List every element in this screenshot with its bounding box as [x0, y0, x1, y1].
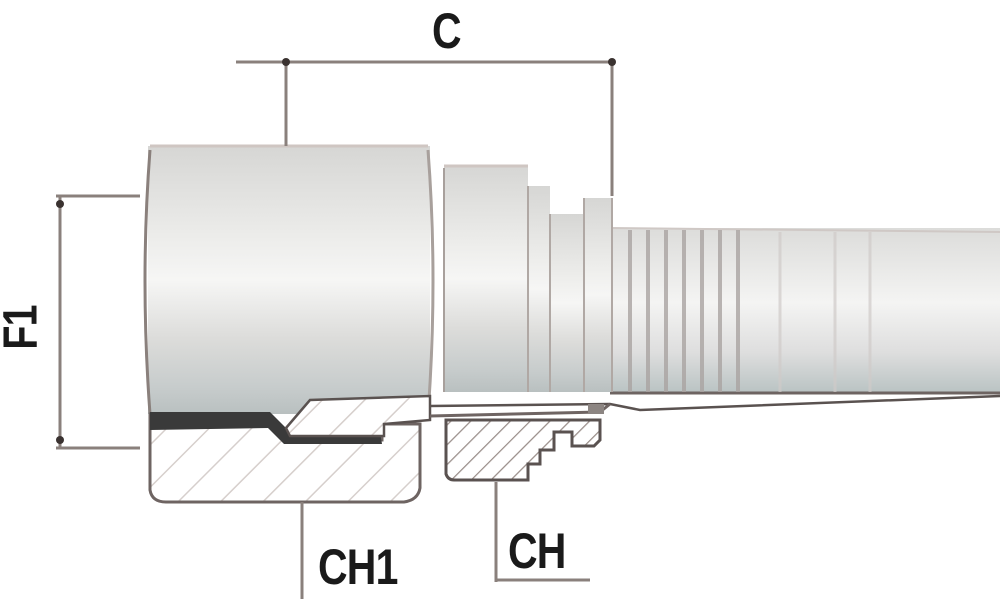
dimension-label-f1: F1	[0, 305, 48, 350]
dimension-label-ch: CH	[508, 523, 566, 579]
dimension-label-ch1: CH1	[318, 539, 398, 595]
hose-tail	[609, 227, 1000, 395]
nut-section	[148, 394, 432, 504]
dimension-c	[236, 58, 616, 196]
nipple-hex	[443, 164, 613, 392]
dimension-label-c: C	[432, 3, 462, 59]
swivel-nut	[143, 144, 435, 415]
nipple-section	[429, 394, 1000, 482]
leader-ch	[494, 482, 590, 582]
dimension-f1	[56, 194, 140, 450]
